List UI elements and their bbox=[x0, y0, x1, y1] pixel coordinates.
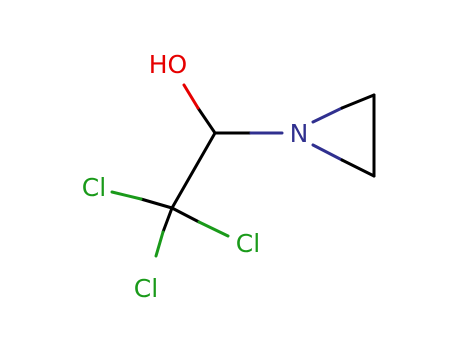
nitrogen-label: N bbox=[290, 119, 309, 148]
bond-c1-o bbox=[182, 83, 217, 135]
chlorine-right-label: Cl bbox=[236, 229, 260, 258]
bond-c1-c2 bbox=[170, 131, 217, 210]
bond-c2-cl-bottom bbox=[154, 206, 174, 258]
aziridine-ring bbox=[311, 93, 376, 178]
oxygen-label: HO bbox=[149, 50, 187, 79]
chlorine-bottom-label: Cl bbox=[134, 274, 158, 303]
chlorine-left-label: Cl bbox=[82, 173, 106, 202]
bond-c2-cl-left bbox=[110, 190, 174, 210]
bond-c2-cl-right bbox=[170, 206, 230, 238]
